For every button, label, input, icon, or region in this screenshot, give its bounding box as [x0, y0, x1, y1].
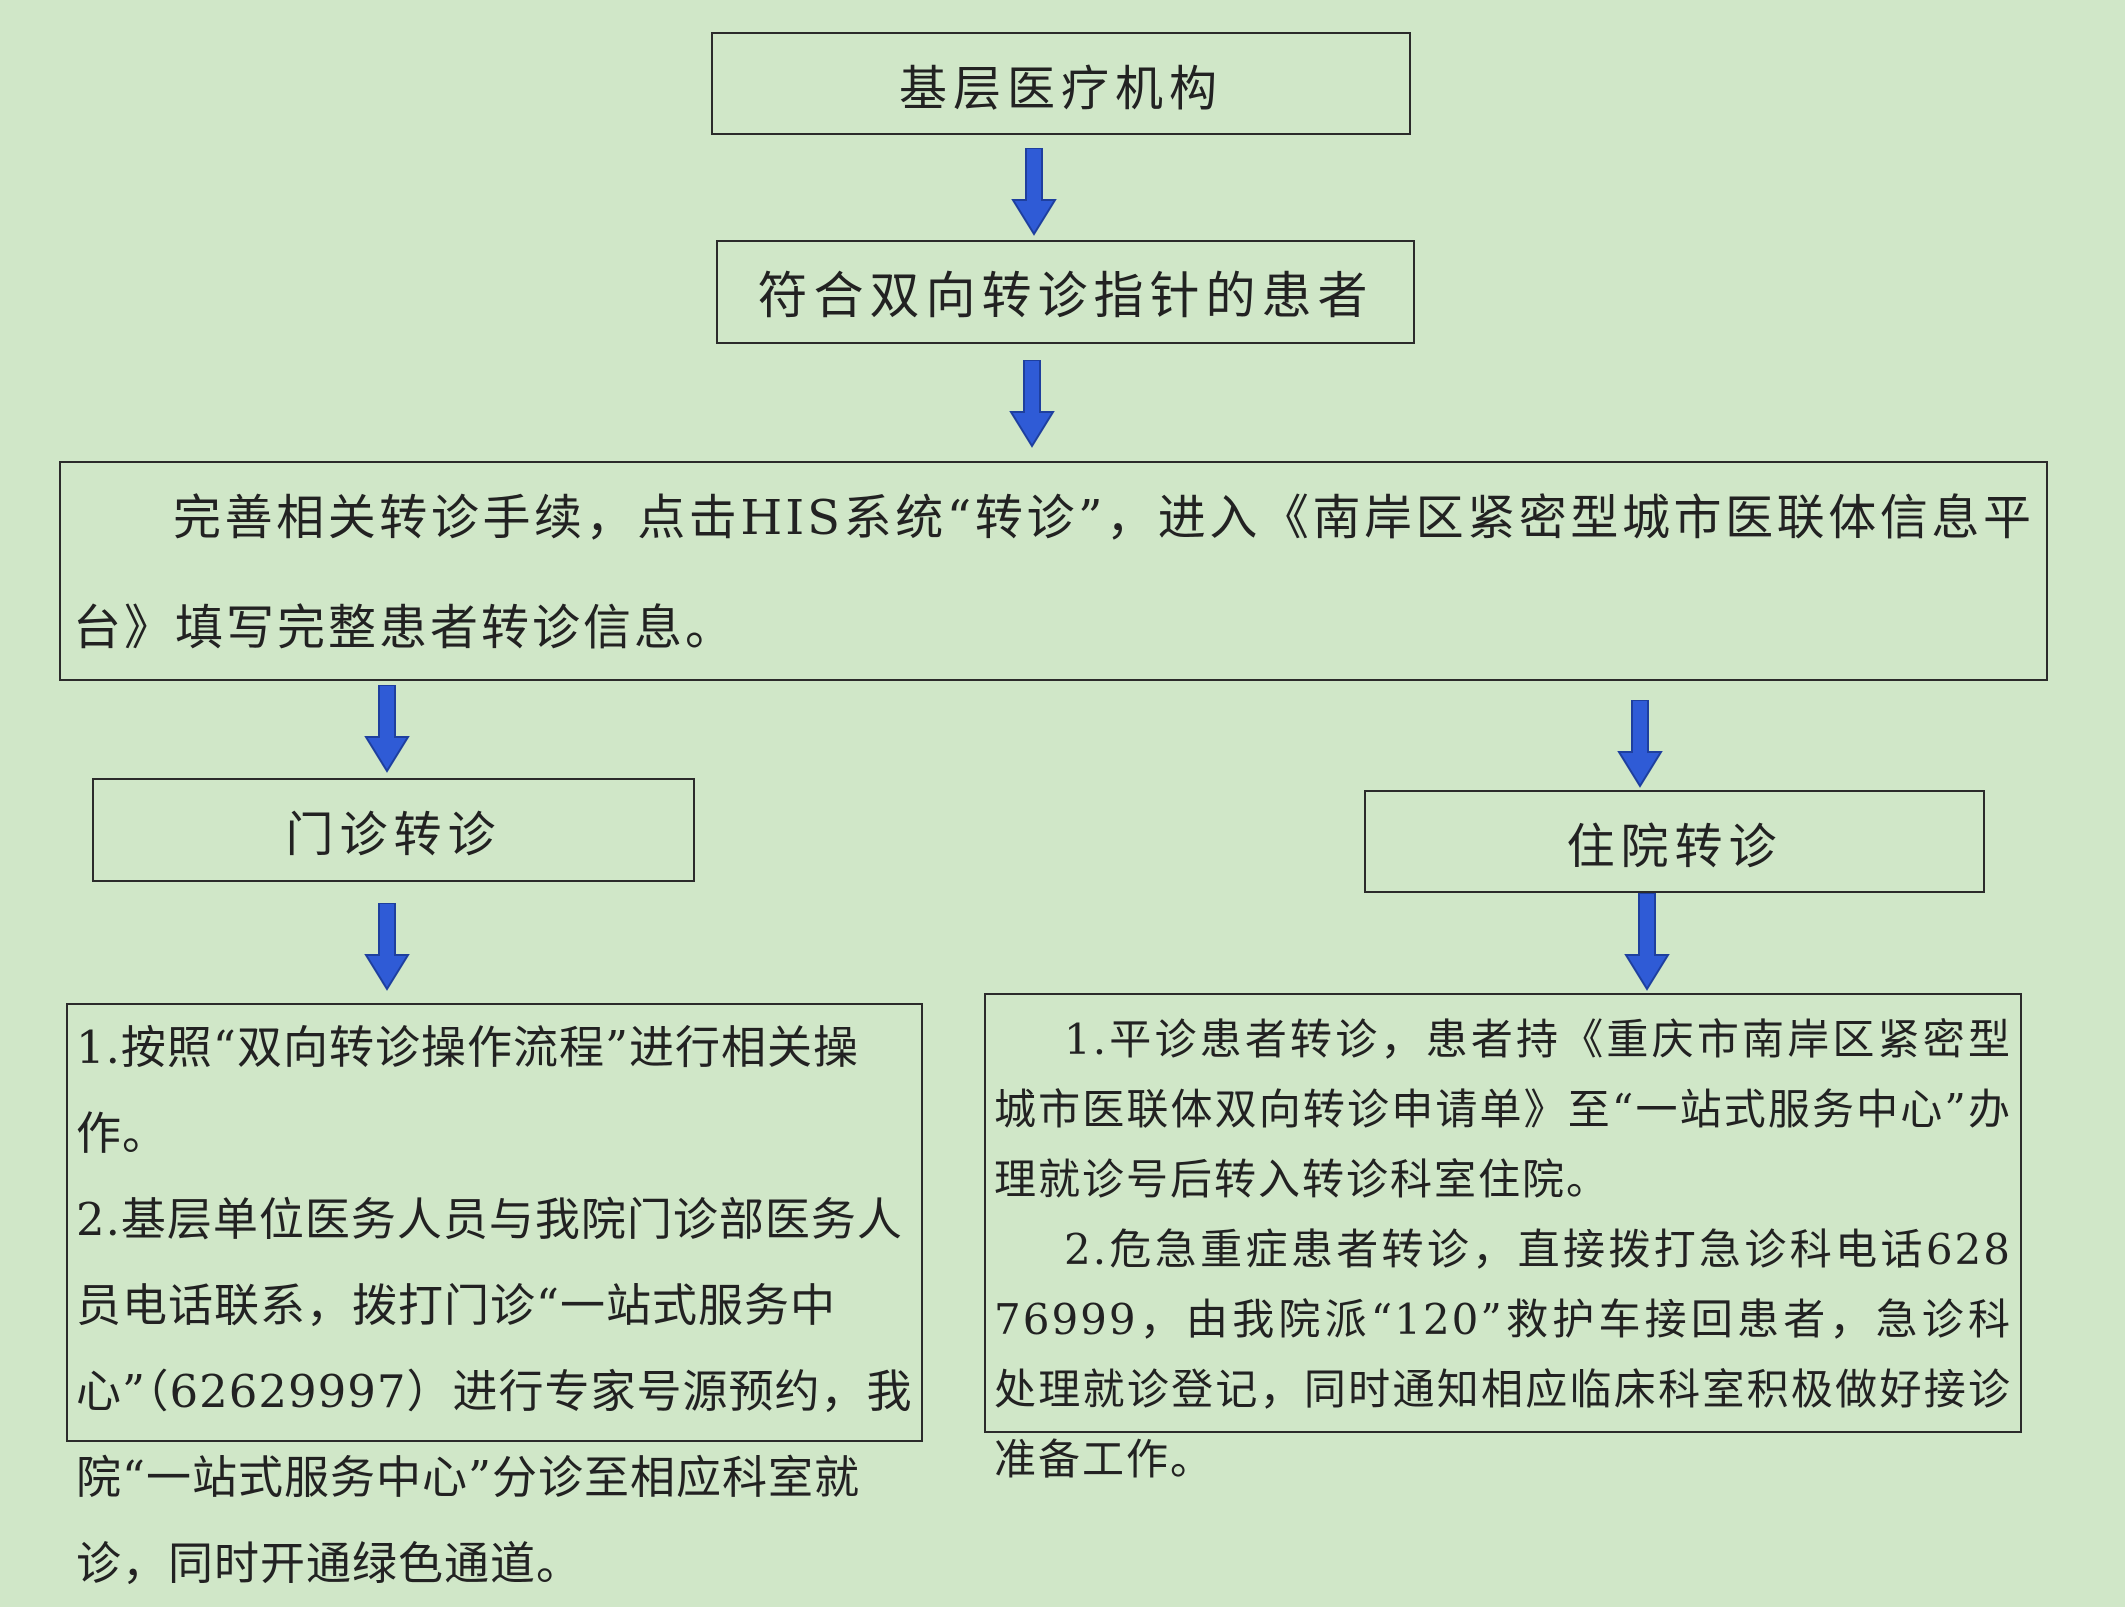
- arrow-down-icon: [364, 903, 410, 991]
- node-referral-procedure-text: 完善相关转诊手续，点击HIS系统“转诊”，进入《南岸区紧密型城市医联体信息平台》…: [73, 490, 2034, 656]
- inpatient-step-2: 2.危急重症患者转诊，直接拨打急诊科电话62876999，由我院派“120”救护…: [994, 1225, 2012, 1484]
- node-outpatient-referral: 门诊转诊: [92, 778, 695, 882]
- arrow-down-icon: [1617, 700, 1663, 788]
- node-outpatient-referral-label: 门诊转诊: [285, 807, 502, 863]
- node-eligible-patients: 符合双向转诊指针的患者: [716, 240, 1415, 344]
- arrow-down-icon: [1011, 148, 1057, 236]
- node-inpatient-steps: 1.平诊患者转诊，患者持《重庆市南岸区紧密型城市医联体双向转诊申请单》至“一站式…: [984, 993, 2022, 1484]
- node-referral-procedure: 完善相关转诊手续，点击HIS系统“转诊”，进入《南岸区紧密型城市医联体信息平台》…: [59, 461, 2048, 681]
- inpatient-step-1: 1.平诊患者转诊，患者持《重庆市南岸区紧密型城市医联体双向转诊申请单》至“一站式…: [994, 1015, 2012, 1204]
- arrow-down-icon: [1009, 360, 1055, 448]
- outpatient-step-2: 2.基层单位医务人员与我院门诊部医务人员电话联系，拨打门诊“一站式服务中心”（6…: [76, 1193, 913, 1590]
- arrow-down-icon: [364, 685, 410, 773]
- node-primary-institution-label: 基层医疗机构: [898, 60, 1223, 117]
- node-outpatient-steps: 1.按照“双向转诊操作流程”进行相关操作。 2.基层单位医务人员与我院门诊部医务…: [66, 1003, 923, 1590]
- node-eligible-patients-label: 符合双向转诊指针的患者: [757, 267, 1374, 325]
- node-inpatient-referral: 住院转诊: [1364, 790, 1985, 893]
- node-primary-institution: 基层医疗机构: [711, 32, 1411, 135]
- node-inpatient-referral-label: 住院转诊: [1566, 818, 1783, 875]
- arrow-down-icon: [1624, 893, 1670, 991]
- outpatient-step-1: 1.按照“双向转诊操作流程”进行相关操作。: [76, 1021, 859, 1160]
